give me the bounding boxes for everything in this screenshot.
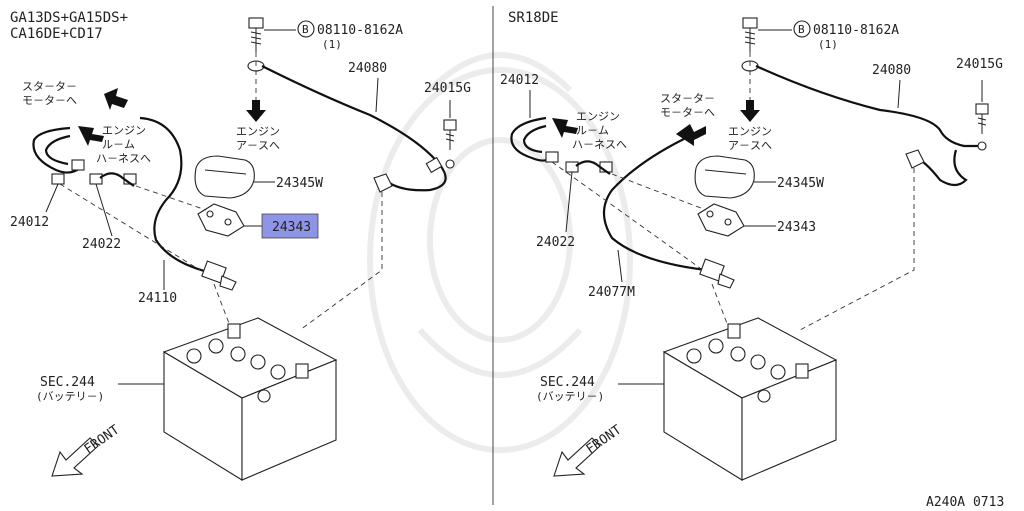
right-cable-24080 [755,64,982,187]
left-engine-earth-line2: ア－スへ [236,139,280,152]
left-label-24110: 24110 [138,291,177,306]
right-engine-earth-line2: ア－スへ [728,139,772,152]
left-earth-arrow [252,100,260,110]
right-bolt-badge-text: B [798,23,805,36]
right-engine-room-arrow [552,118,578,138]
right-engine-room-line3: ハ－ネスへ [572,138,627,151]
right-label-24012: 24012 [500,73,539,88]
right-starter-line2: モ－タ－へ [660,106,715,119]
footer-code: A240A 0713 [926,495,1004,510]
right-starter-arrow [676,124,706,146]
right-bolt [742,17,792,52]
left-panel: GA13DS+GA15DS+ CA16DE+CD17 B 08110-8162A… [10,10,471,481]
left-starter-line1: スタ－タ－ [22,80,77,93]
right-battery-sec: SEC.244 [540,375,595,390]
left-earth-clamp [373,173,393,193]
right-label-24345w: 24345W [777,176,824,191]
left-cover-24345w [194,155,255,199]
right-label-24080: 24080 [872,63,911,78]
left-header-line2: CA16DE+CD17 [10,26,103,42]
right-bolt-qty: (1) [818,38,838,51]
left-label-24080: 24080 [348,61,387,76]
right-bolt-24015g [975,80,989,151]
right-cable-24077m [602,135,707,272]
right-connector-a [545,151,559,163]
left-cable-24110 [139,116,209,274]
left-label-24015g: 24015G [424,81,471,96]
left-header-line1: GA13DS+GA15DS+ [10,10,128,26]
left-front-label: FRONT [82,422,123,457]
right-cover-24345w [694,155,755,199]
left-connector-b [89,173,103,185]
right-earth-clamp [905,149,925,169]
right-engine-room-line2: ル－ム [576,124,609,137]
left-engine-earth-line1: エンジン [236,125,280,138]
left-bolt-24015g [443,100,457,169]
watermark [367,52,633,453]
left-battery [162,317,338,481]
left-engine-room-line3: ハ－ネスへ [96,152,151,165]
left-positive-clamp [201,260,227,284]
left-bolt-qty: (1) [322,38,342,51]
left-bolt-badge [297,20,315,38]
left-battery-name: (バッテリ－) [36,390,104,403]
right-positive-clamp [699,258,725,282]
left-connector-a [51,173,65,185]
right-front-arrow [553,437,601,477]
left-front-arrow [51,437,99,477]
left-bolt [248,17,296,52]
right-label-24015g: 24015G [956,57,1003,72]
left-engine-room-line2: ル－ム [102,138,135,151]
right-header: SR18DE [508,10,559,26]
right-engine-earth-line1: エンジン [728,125,772,138]
left-starter-arrow [104,88,128,110]
left-label-24343: 24343 [272,220,311,235]
right-harness-24012 [510,116,557,162]
right-panel: SR18DE B 08110-8162A (1) エンジン ア－スへ 24080… [500,10,1003,481]
right-label-24343: 24343 [777,220,816,235]
left-label-24012: 24012 [10,215,49,230]
right-bolt-ref: 08110-8162A [813,23,899,38]
left-label-24022: 24022 [82,237,121,252]
left-battery-sec: SEC.244 [40,375,95,390]
right-front-label: FRONT [584,422,625,457]
right-label-24077m: 24077M [588,285,635,300]
right-engine-room-line1: エンジン [576,110,620,123]
right-clamp-24343 [697,203,745,237]
left-harness-24012 [32,126,81,174]
left-label-24345w: 24345W [276,176,323,191]
left-engine-room-arrow [78,126,104,146]
right-label-24022: 24022 [536,235,575,250]
right-battery [662,317,838,481]
right-battery-name: (バッテリ－) [536,390,604,403]
left-engine-room-line1: エンジン [102,124,146,137]
left-highlight-24343 [261,213,319,239]
right-starter-line1: スタ－タ－ [660,92,715,105]
left-bolt-badge-text: B [302,23,309,36]
right-connector-b [565,161,579,173]
left-starter-line2: モ－タ－へ [22,94,77,107]
left-bolt-ref: 08110-8162A [317,23,403,38]
left-clamp-24343 [197,203,245,237]
left-cable-24080 [261,65,447,192]
right-earth-arrow [746,100,754,110]
right-bolt-badge [793,20,811,38]
